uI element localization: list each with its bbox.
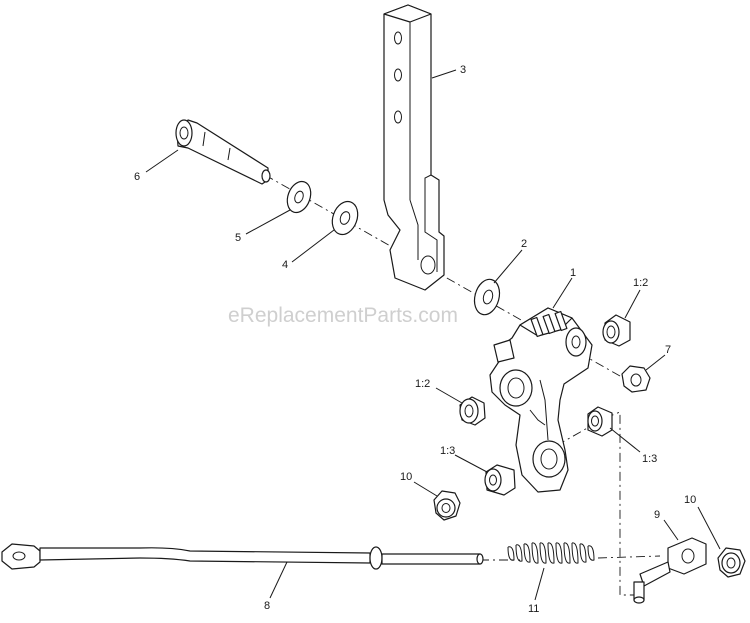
callout-4: 4: [282, 259, 288, 271]
part-8-rod: [1, 543, 484, 570]
part-2-washer: [473, 278, 501, 316]
part-1-pivot-housing: [489, 307, 593, 493]
callout-2: 2: [521, 238, 527, 250]
callout-10-left: 10: [400, 471, 412, 483]
part-5-flat-washer: [286, 180, 312, 214]
part-10-nut-left: [433, 490, 461, 521]
leader-lines: [145, 69, 721, 601]
callout-1-2-lower: 1:2: [415, 378, 430, 390]
callout-10-right: 10: [684, 494, 696, 506]
callout-1-2-upper: 1:2: [633, 277, 648, 289]
callout-6: 6: [134, 171, 140, 183]
part-6-shoulder-bolt: [175, 119, 271, 185]
part-1-3-spacer-right: [587, 406, 613, 437]
callout-7: 7: [665, 344, 671, 356]
callout-8: 8: [264, 600, 270, 612]
part-1-2-bushing-upper: [602, 314, 631, 347]
callout-11: 11: [528, 603, 539, 615]
part-7-hex-nut: [621, 365, 651, 393]
callout-9: 9: [654, 509, 660, 521]
callout-3: 3: [460, 64, 466, 76]
part-11-spring: [507, 542, 595, 564]
part-1-3-spacer-left: [484, 464, 516, 496]
part-1-2-bushing-lower: [459, 396, 486, 426]
callout-1-3-right: 1:3: [642, 453, 657, 465]
part-4-flat-washer: [331, 200, 359, 236]
watermark-text: eReplacementParts.com: [228, 304, 458, 327]
part-3-control-arm: [383, 4, 445, 291]
callout-1-3-left: 1:3: [440, 445, 455, 457]
part-10-nut-right: [717, 547, 746, 578]
callout-1: 1: [570, 267, 576, 279]
part-9-swivel: [633, 537, 707, 604]
callout-5: 5: [235, 232, 241, 244]
